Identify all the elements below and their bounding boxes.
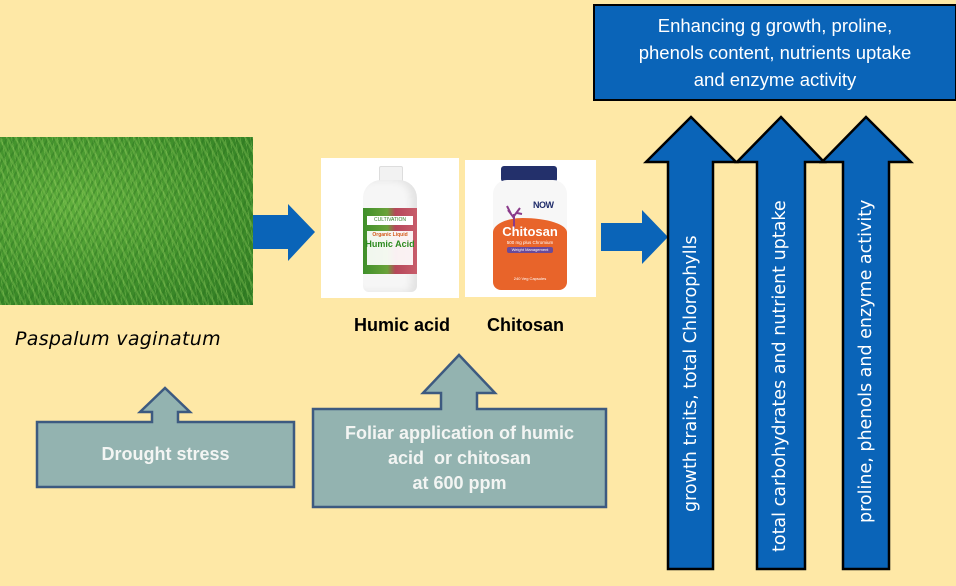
humic-acid-label: Humic acid [354, 315, 451, 335]
bottle-label [493, 218, 567, 290]
label-panel [367, 231, 413, 265]
product-line-2: Humic Acid [365, 239, 415, 249]
summary-line-2: phenols content, nutrients uptake [638, 42, 912, 63]
outcome-summary-box: Enhancing g growth, proline, phenols con… [593, 4, 956, 101]
summary-line-1: Enhancing g growth, proline, [657, 15, 893, 36]
product-line-1: Organic Liquid [372, 232, 408, 238]
summary-line-3: and enzyme activity [693, 69, 857, 90]
right-arrow-treatment-to-outcome [601, 210, 668, 264]
right-arrow-plant-to-treatment [253, 204, 315, 261]
product-brand: CULTIVATION [367, 216, 413, 225]
drought-stress-label: Drought stress [101, 444, 230, 464]
coral-sprig-icon [506, 205, 523, 228]
arrow-label-carbohydrates: total carbohydrates and nutrient uptake [770, 200, 790, 552]
up-arrow-proline [819, 115, 915, 571]
humic-acid-product-image: CULTIVATION Organic Liquid Humic Acid [321, 158, 459, 298]
foliar-line-2: acid or chitosan [387, 447, 532, 468]
foliar-line-3: at 600 ppm [412, 472, 507, 493]
drought-callout-shape [35, 386, 296, 489]
chitosan-label: Chitosan [487, 315, 565, 335]
product-count: 240 Veg Capsules [513, 276, 547, 281]
bottle-cap [501, 166, 557, 182]
chitosan-product-image: NOW Chitosan 500 mg plus Chromium Weight… [465, 160, 596, 297]
up-arrow-carbohydrates [734, 115, 827, 571]
product-tag: Weight Management [507, 247, 553, 253]
product-dose: 500 mg plus Chromium [506, 240, 554, 245]
up-arrow-growth [642, 115, 740, 571]
foliar-callout-shape [311, 353, 608, 509]
product-brand: NOW [533, 200, 554, 210]
foliar-application-callout: Foliar application of humic acid or chit… [314, 410, 605, 506]
product-name: Chitosan [502, 224, 558, 239]
grass-photo [0, 137, 253, 305]
foliar-line-1: Foliar application of humic [344, 422, 575, 443]
species-name: Paspalum vaginatum [15, 328, 221, 350]
arrow-label-proline: proline, phenols and enzyme activity [856, 199, 876, 523]
bottle-body: NOW Chitosan 500 mg plus Chromium Weight… [493, 180, 567, 290]
arrow-label-growth: growth traits, total Chlorophylls [681, 235, 701, 512]
drought-stress-callout: Drought stress [38, 423, 293, 486]
